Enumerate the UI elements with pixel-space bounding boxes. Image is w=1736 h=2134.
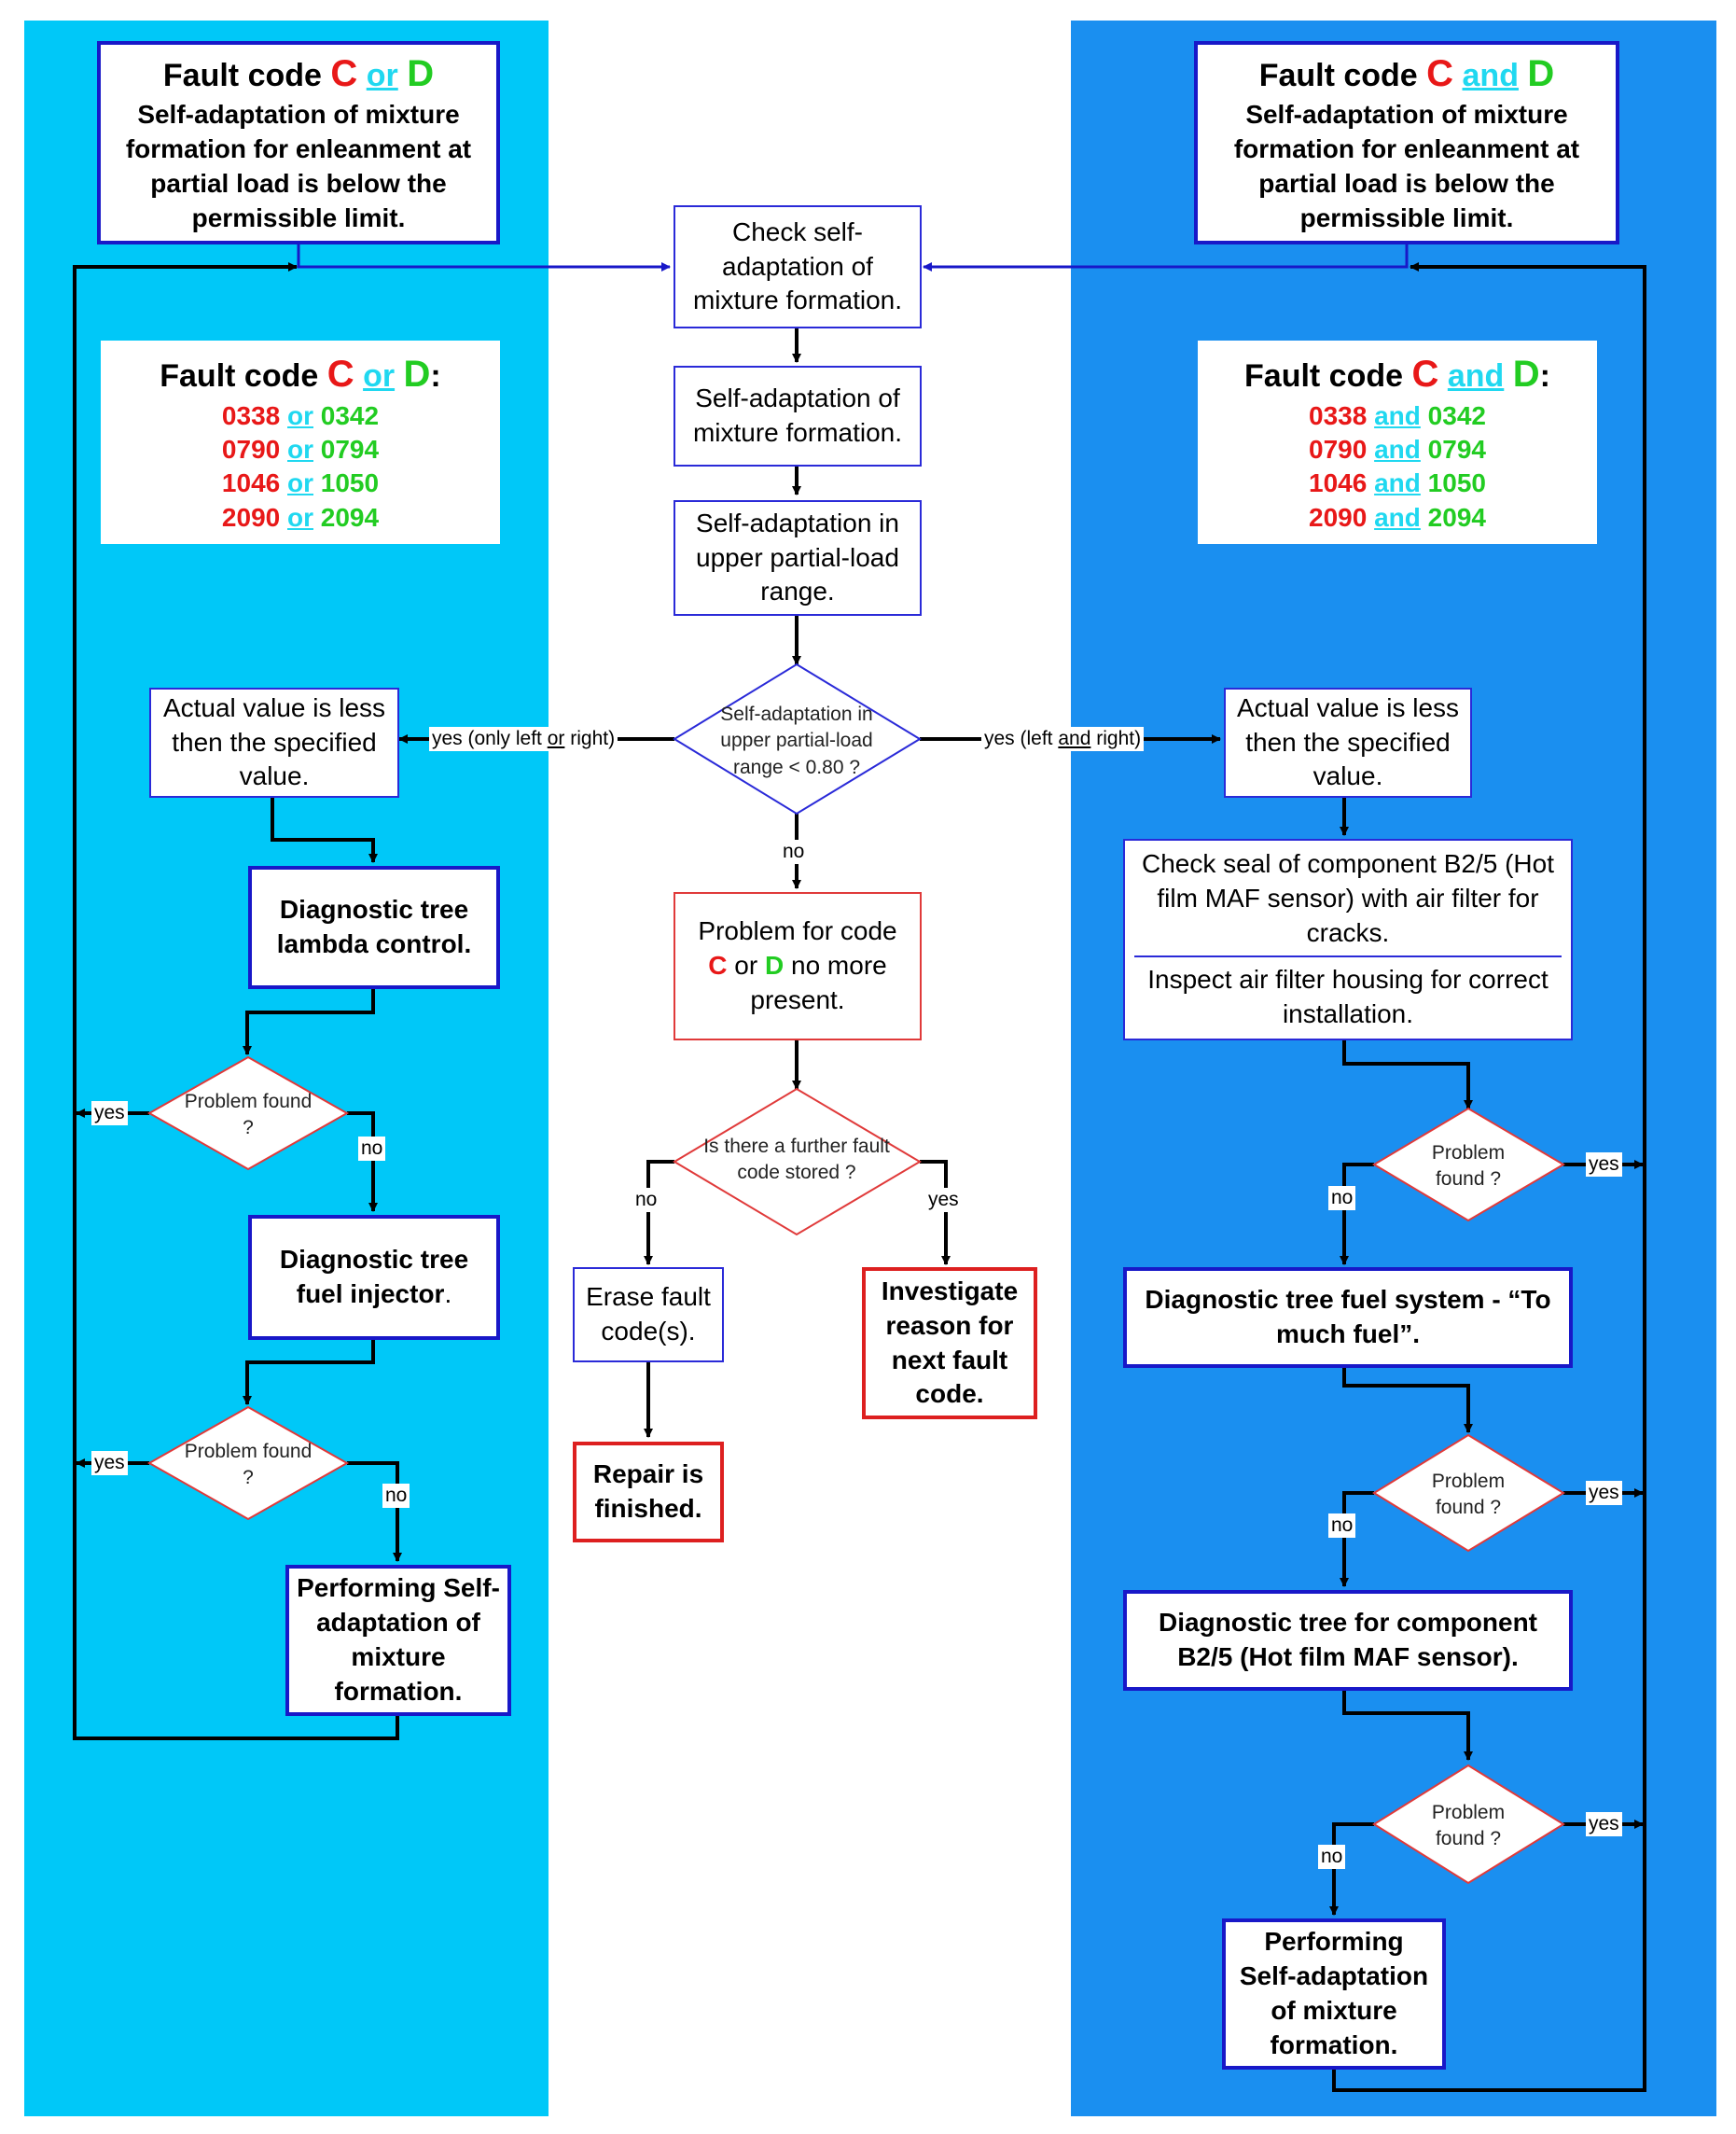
left-codes-title: Fault code C or D: [160, 353, 441, 395]
label-right-yes1: yes [1586, 1152, 1622, 1177]
right-problem3-text: Problem found ? [1431, 1802, 1506, 1850]
arrow-problem2-no-right [1340, 1491, 1374, 1587]
decision-upper-range [673, 663, 922, 816]
right-actual-value-box: Actual value is less then the specified … [1224, 688, 1472, 798]
label-left-yes2: yes [91, 1451, 128, 1475]
arrow-problem2-no [347, 1461, 402, 1562]
right-code-row: 0338 and 0342 [1309, 400, 1486, 430]
fuel-system-box: Diagnostic tree fuel system - “To much f… [1123, 1267, 1573, 1368]
right-performing-box: Performing Self-adaptation of mixture fo… [1222, 1918, 1446, 2070]
blue-arrow-left-to-check [297, 244, 671, 272]
arrow-check-to-problem1 [1342, 1040, 1473, 1109]
left-header-title: Fault code C or D [162, 52, 435, 94]
left-code-row: 0338 or 0342 [221, 400, 380, 430]
left-actual-value-box: Actual value is less then the specified … [149, 688, 399, 798]
right-fault-header: Fault code C and D Self-adaptation of mi… [1194, 41, 1619, 244]
decision-further-code [673, 1087, 922, 1236]
check-seal-text: Check seal of component B2/5 (Hot film M… [1141, 848, 1554, 947]
label-left-no1: no [358, 1137, 386, 1161]
fuel-injector-box: Diagnostic tree fuel injector. [248, 1215, 500, 1340]
right-problem2-text: Problem found ? [1431, 1471, 1506, 1519]
label-no-center: no [780, 840, 808, 864]
left-loop-line [73, 262, 399, 1740]
arrow-further-yes [920, 1160, 951, 1265]
decision-upper-text: Self-adaptation in upper partial-load ra… [720, 704, 873, 778]
label-yes-left-and-right: yes (left and right) [981, 727, 1145, 751]
lambda-control-box: Diagnostic tree lambda control. [248, 866, 500, 989]
left-problem2-text: Problem found ? [184, 1441, 312, 1489]
right-code-row: 1046 and 1050 [1309, 468, 1486, 498]
investigate-box: Investigate reason for next fault code. [862, 1267, 1037, 1419]
decision-left-problem1 [146, 1055, 350, 1171]
left-code-row: 0790 or 0794 [221, 435, 380, 464]
decision-right-problem3 [1372, 1764, 1565, 1885]
decision-further-text: Is there a further fault code stored ? [703, 1136, 890, 1184]
label-right-no1: no [1328, 1186, 1356, 1210]
label-right-no3: no [1318, 1845, 1346, 1869]
label-no-further: no [632, 1188, 660, 1212]
arrow-lambda-to-problem1 [243, 989, 375, 1055]
problem-line-1: Problem for code [698, 916, 897, 946]
label-right-yes3: yes [1586, 1812, 1622, 1836]
decision-right-problem2 [1372, 1433, 1565, 1553]
check-self-adaptation-box: Check self-adaptation of mixture formati… [674, 205, 922, 328]
arrow-problem1-no [347, 1111, 378, 1212]
check-seal-box: Check seal of component B2/5 (Hot film M… [1123, 839, 1573, 1040]
arrow-problem1-no-right [1340, 1163, 1374, 1265]
decision-left-problem2 [146, 1405, 350, 1521]
label-yes-further: yes [925, 1188, 962, 1212]
erase-fault-code-box: Erase fault code(s). [573, 1267, 724, 1362]
arrow-problem3-no-right [1329, 1822, 1374, 1916]
label-left-no2: no [382, 1484, 410, 1508]
repair-finished-box: Repair is finished. [573, 1442, 724, 1542]
left-problem1-text: Problem found ? [184, 1091, 312, 1139]
left-code-row: 1046 or 1050 [221, 468, 380, 498]
fuel-injector-text: Diagnostic tree fuel injector. [279, 1245, 469, 1308]
inspect-text: Inspect air filter housing for correct i… [1147, 965, 1549, 1029]
label-right-yes2: yes [1586, 1481, 1622, 1505]
maf-sensor-box: Diagnostic tree for component B2/5 (Hot … [1123, 1590, 1573, 1691]
right-code-row: 0790 and 0794 [1309, 435, 1486, 464]
right-problem1-text: Problem found ? [1431, 1142, 1506, 1191]
arrow-injector-to-problem2 [243, 1340, 375, 1405]
arrow-further-no [644, 1160, 674, 1265]
right-header-title: Fault code C and D [1258, 52, 1555, 94]
label-right-no2: no [1328, 1513, 1356, 1538]
arrow-actual-to-lambda [271, 798, 378, 863]
blue-arrow-right-to-check [923, 244, 1409, 272]
label-yes-only-left-or-right: yes (only left or right) [429, 727, 618, 751]
arrow-maf-to-problem3 [1342, 1689, 1473, 1761]
left-code-row: 2090 or 2094 [221, 502, 380, 532]
check-seal-divider [1134, 955, 1562, 958]
upper-range-box: Self-adaptation in upper partial-load ra… [674, 500, 922, 616]
left-header-text: Self-adaptation of mixture formation for… [125, 100, 472, 233]
label-left-yes1: yes [91, 1101, 128, 1125]
right-codes-title: Fault code C and D: [1244, 353, 1550, 395]
right-fault-codes: Fault code C and D: 0338 and 0342 0790 a… [1198, 341, 1597, 544]
left-performing-box: Performing Self-adaptation of mixture fo… [285, 1565, 511, 1716]
right-header-text: Self-adaptation of mixture formation for… [1233, 100, 1580, 233]
problem-line-2: C or D no more present. [708, 951, 887, 1014]
decision-right-problem1 [1372, 1107, 1565, 1222]
left-fault-header: Fault code C or D Self-adaptation of mix… [97, 41, 500, 244]
right-loop-line [1332, 262, 1646, 2092]
left-fault-codes: Fault code C or D: 0338 or 0342 0790 or … [101, 341, 500, 544]
self-adaptation-box: Self-adaptation of mixture formation. [674, 366, 922, 467]
right-code-row: 2090 and 2094 [1309, 502, 1486, 532]
arrow-fuel-to-problem2 [1342, 1362, 1473, 1433]
problem-no-more-present-box: Problem for code C or D no more present. [674, 892, 922, 1040]
